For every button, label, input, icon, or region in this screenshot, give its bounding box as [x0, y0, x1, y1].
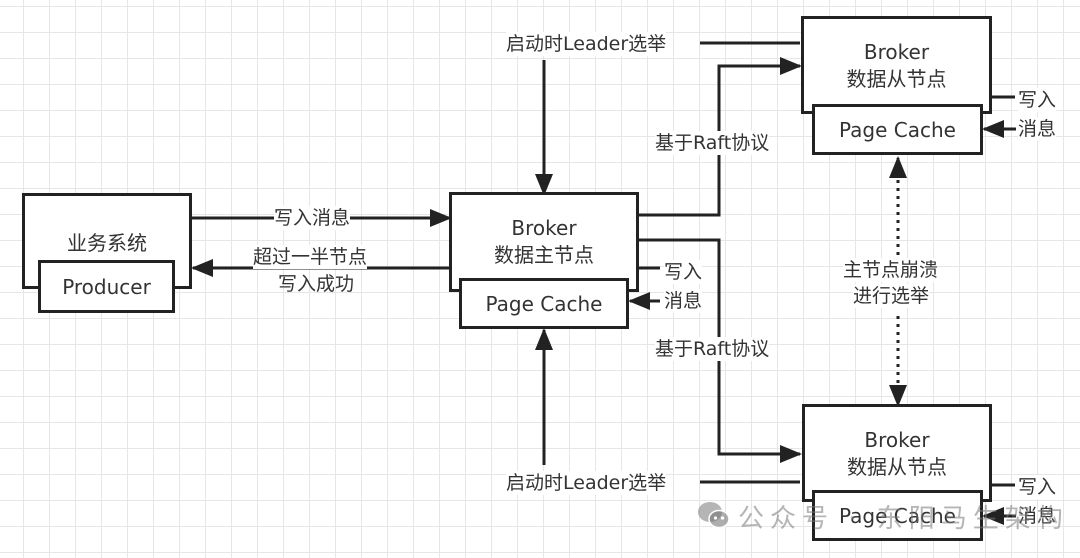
slave-broker-bottom-title: Broker	[864, 428, 930, 452]
slave-top-write-label-line1: 写入	[1018, 88, 1057, 112]
producer-label: Producer	[62, 274, 151, 299]
crash-election-label-line2: 进行选举	[853, 284, 930, 308]
master-broker-subtitle: 数据主节点	[494, 243, 594, 267]
leader-election-top-label: 启动时Leader选举	[506, 32, 667, 56]
master-broker-title: Broker	[511, 216, 577, 240]
master-broker-node: Broker 数据主节点	[449, 192, 639, 292]
crash-election-label-line1: 主节点崩溃	[843, 258, 939, 282]
slave-broker-bottom-subtitle: 数据从节点	[847, 455, 947, 479]
wechat-icon	[698, 502, 730, 529]
slave-top-page-cache-box: Page Cache	[812, 104, 983, 155]
raft-bottom-label: 基于Raft协议	[655, 337, 770, 361]
slave-bottom-page-cache-box: Page Cache	[812, 490, 983, 541]
slave-broker-top-node: Broker 数据从节点	[801, 16, 992, 114]
master-page-cache-box: Page Cache	[459, 278, 629, 329]
slave-top-write-label-line2: 消息	[1018, 117, 1057, 141]
leader-election-bottom-label: 启动时Leader选举	[506, 471, 667, 495]
slave-bottom-write-label-line2: 消息	[1018, 505, 1057, 527]
producer-box: Producer	[38, 260, 175, 313]
slave-broker-bottom-node: Broker 数据从节点	[802, 404, 992, 502]
master-page-cache-label: Page Cache	[485, 291, 603, 316]
master-write-label-line2: 消息	[664, 289, 703, 313]
slave-broker-top-subtitle: 数据从节点	[846, 67, 947, 91]
write-message-label: 写入消息	[274, 206, 351, 230]
slave-bottom-page-cache-label: Page Cache	[839, 503, 956, 528]
slave-top-page-cache-label: Page Cache	[839, 117, 956, 142]
ack-label-line1: 超过一半节点	[253, 245, 368, 269]
master-write-label-line1: 写入	[664, 260, 703, 284]
slave-broker-top-title: Broker	[863, 40, 930, 64]
business-system-title: 业务系统	[67, 231, 147, 255]
ack-label-line2: 写入成功	[278, 273, 355, 295]
raft-top-label: 基于Raft协议	[655, 131, 770, 155]
slave-bottom-write-label-line1: 写入	[1018, 475, 1057, 499]
watermark-text: 公众号 · 东阳马生架构	[738, 504, 1069, 534]
